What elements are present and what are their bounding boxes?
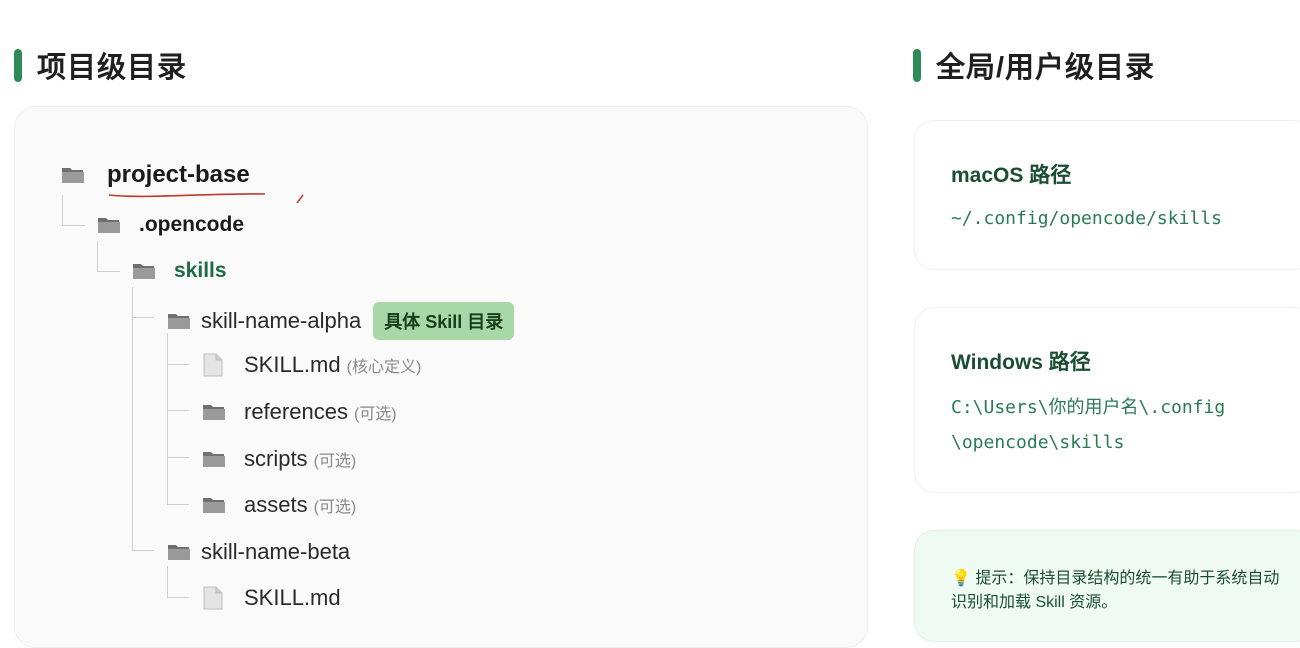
tree-node-folder[interactable]: references (可选) xyxy=(202,399,397,425)
tree-connector xyxy=(167,333,168,505)
tree-connector xyxy=(132,287,133,551)
tree-connector xyxy=(167,457,189,458)
skill-beta-label: skill-name-beta xyxy=(201,539,351,564)
tree-node-file[interactable]: SKILL.md xyxy=(202,585,341,611)
skills-folder-label: skills xyxy=(174,259,227,282)
tree-connector xyxy=(97,241,120,272)
tree-node-skill-beta[interactable]: skill-name-beta xyxy=(167,539,350,565)
tree-node-folder[interactable]: assets (可选) xyxy=(202,492,356,518)
folder-icon xyxy=(61,165,85,185)
tree-connector xyxy=(167,504,189,505)
tree-connector xyxy=(62,195,85,226)
tree-connector xyxy=(132,550,154,551)
folder-icon xyxy=(167,311,191,331)
red-underline-annotation xyxy=(108,193,304,204)
skill-directory-badge: 具体 Skill 目录 xyxy=(373,302,515,340)
folder-icon xyxy=(202,402,226,422)
tree-connector xyxy=(167,597,189,598)
folder-label: assets xyxy=(244,492,308,517)
heading-accent-bar xyxy=(913,48,921,82)
heading-accent-bar xyxy=(14,48,22,82)
file-icon xyxy=(202,586,224,610)
global-directory-heading: 全局/用户级目录 xyxy=(913,44,1155,86)
tree-connector xyxy=(132,317,154,318)
tree-connector xyxy=(167,566,168,598)
tree-node-root[interactable]: project-base xyxy=(61,161,250,189)
folder-icon xyxy=(132,261,156,281)
tree-node-opencode[interactable]: .opencode xyxy=(97,213,244,237)
windows-path-title: Windows 路径 xyxy=(951,351,1091,374)
windows-path-line2: \opencode\skills xyxy=(951,432,1125,453)
windows-path-line1: C:\Users\你的用户名\.config xyxy=(951,397,1226,418)
windows-path-card: Windows 路径 C:\Users\你的用户名\.config \openc… xyxy=(914,307,1300,493)
tip-text: 💡 提示：保持目录结构的统一有助于系统自动识别和加载 Skill 资源。 xyxy=(951,570,1280,611)
file-label: SKILL.md xyxy=(244,352,341,377)
skill-alpha-label: skill-name-alpha xyxy=(201,308,362,333)
folder-label: scripts xyxy=(244,446,308,471)
folder-note: (可选) xyxy=(353,406,397,423)
macos-path-value: ~/.config/opencode/skills xyxy=(951,208,1222,229)
tip-card: 💡 提示：保持目录结构的统一有助于系统自动识别和加载 Skill 资源。 xyxy=(914,530,1300,642)
folder-note: (可选) xyxy=(313,453,357,470)
file-icon xyxy=(202,353,224,377)
folder-icon xyxy=(202,449,226,469)
tree-node-skill-alpha[interactable]: skill-name-alpha 具体 Skill 目录 xyxy=(167,302,515,340)
macos-path-title: macOS 路径 xyxy=(951,164,1072,187)
tree-connector xyxy=(167,410,189,411)
directory-tree-card: project-base .opencode skills skill-name… xyxy=(14,106,868,648)
project-directory-heading: 项目级目录 xyxy=(14,44,187,86)
tree-node-skills[interactable]: skills xyxy=(132,259,227,283)
opencode-folder-label: .opencode xyxy=(139,213,245,236)
global-directory-title: 全局/用户级目录 xyxy=(936,52,1156,84)
root-folder-label: project-base xyxy=(107,161,250,188)
tree-node-file[interactable]: SKILL.md (核心定义) xyxy=(202,352,421,378)
folder-icon xyxy=(202,495,226,515)
folder-note: (可选) xyxy=(313,499,357,516)
macos-path-card: macOS 路径 ~/.config/opencode/skills xyxy=(914,120,1300,270)
folder-icon xyxy=(97,215,121,235)
file-label: SKILL.md xyxy=(244,585,341,610)
project-directory-title: 项目级目录 xyxy=(37,52,188,84)
tree-connector xyxy=(167,364,189,365)
file-note: (核心定义) xyxy=(346,359,422,376)
tree-node-folder[interactable]: scripts (可选) xyxy=(202,446,356,472)
folder-label: references xyxy=(244,399,348,424)
folder-icon xyxy=(167,542,191,562)
